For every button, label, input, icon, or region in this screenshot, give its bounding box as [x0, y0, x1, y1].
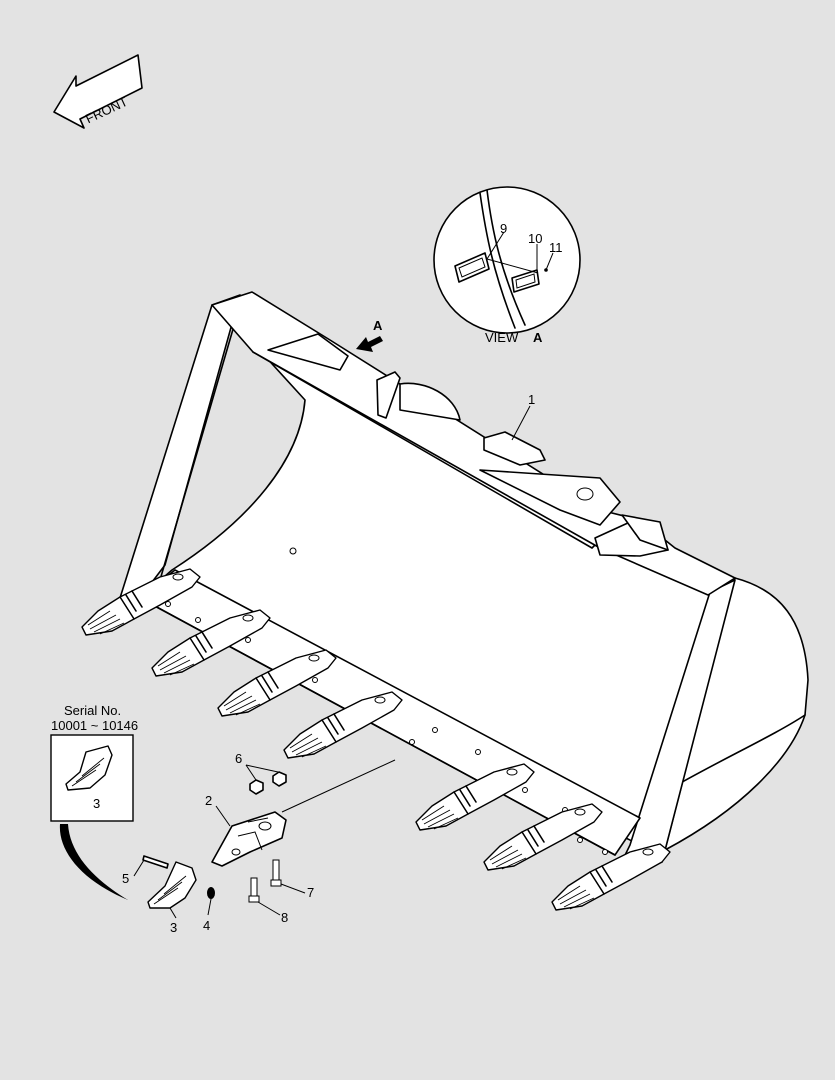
callout-7: 7 [307, 885, 314, 900]
plate-10 [511, 269, 540, 293]
view-a-detail: 9 10 11 VIEW A [433, 186, 581, 345]
callout-5: 5 [122, 871, 129, 886]
callout-6: 6 [235, 751, 242, 766]
front-arrow: FRONT [53, 54, 143, 129]
callout-3: 3 [170, 920, 177, 935]
callout-2: 2 [205, 793, 212, 808]
adapter [211, 811, 287, 867]
serial-line1: Serial No. [64, 703, 121, 718]
callout-8: 8 [281, 910, 288, 925]
view-marker: A [356, 318, 383, 352]
nut-b [272, 771, 287, 787]
exploded-parts: 2 6 7 8 5 3 4 [122, 751, 314, 935]
nut-a [249, 779, 264, 795]
serial-line2: 10001 ~ 10146 [51, 718, 138, 733]
label-10: 10 [528, 231, 542, 246]
tooth-7 [551, 843, 671, 911]
callout-4: 4 [203, 918, 210, 933]
pin [142, 855, 169, 869]
serial-box-label: 3 [93, 796, 100, 811]
view-caption: VIEW [485, 330, 519, 345]
assembly-leader [281, 759, 396, 813]
plate-9 [454, 252, 490, 283]
label-11: 11 [549, 240, 563, 255]
retainer [207, 887, 215, 899]
callout-1: 1 [511, 392, 535, 441]
view-letter: A [533, 330, 543, 345]
svg-text:1: 1 [528, 392, 535, 407]
tooth [147, 861, 197, 909]
serial-box: Serial No. 10001 ~ 10146 3 [50, 703, 138, 900]
view-marker-letter: A [373, 318, 383, 333]
label-9: 9 [500, 221, 507, 236]
